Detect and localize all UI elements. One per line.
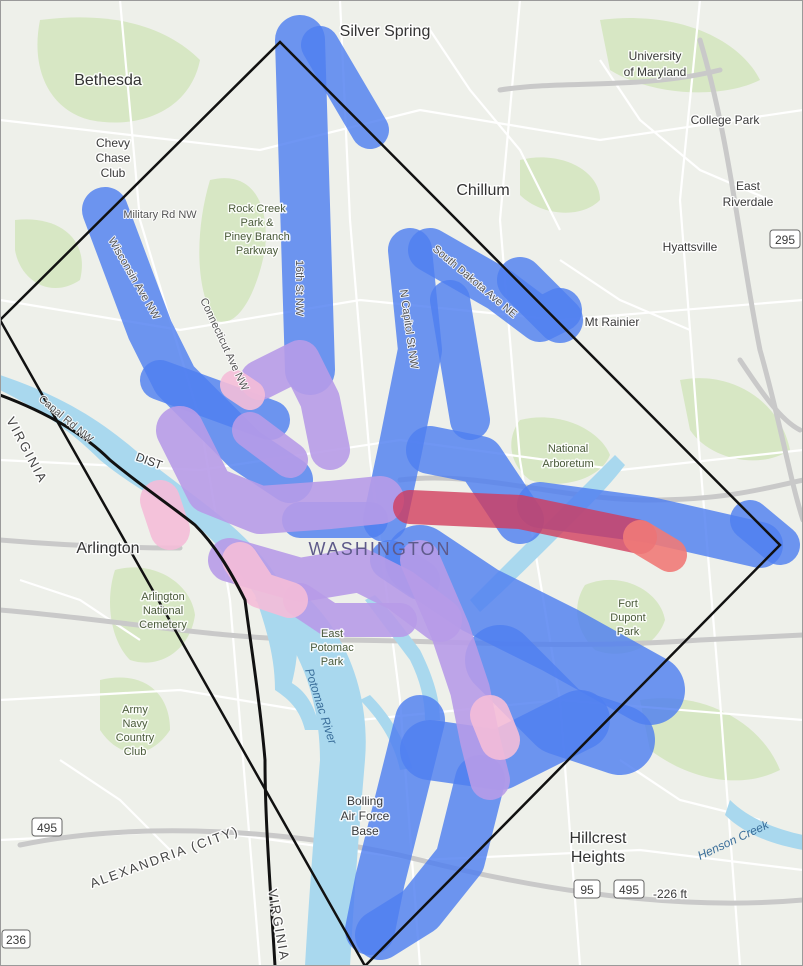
label-college-park: College Park [691,113,761,127]
label-chillum: Chillum [456,182,509,199]
label-mt-rainier: Mt Rainier [585,315,640,329]
label-16th-st: 16th St NW [293,260,305,317]
label-hillcrest-2: Heights [571,849,625,866]
label-east-riverdale-1: East [736,179,761,193]
park-areas [15,17,790,781]
label-bolling-3: Base [351,824,379,838]
route-shield-95: 95 [573,879,601,899]
label-rock-creek-2: Park & [240,217,274,229]
label-army-navy-2: Navy [122,718,148,730]
route-shield-295: 295 [769,229,801,249]
label-army-navy-1: Army [122,704,148,716]
label-bethesda: Bethesda [74,72,142,89]
route-shield-495-east: 495 [613,879,645,899]
label-fort-dupont-2: Dupont [610,612,645,624]
label-cemetery-2: National [143,605,183,617]
svg-text:236: 236 [6,933,26,947]
label-chevy-3: Club [101,166,126,180]
label-rock-creek-4: Parkway [236,245,279,257]
label-bolling-2: Air Force [341,809,390,823]
coverage-red-corridor [393,490,687,572]
label-east-potomac-3: Park [321,656,344,668]
label-washington: WASHINGTON [308,539,451,559]
label-fort-dupont-3: Park [617,626,640,638]
label-university-1: University [629,49,682,63]
label-silver-spring: Silver Spring [340,23,431,40]
label-arboretum-2: Arboretum [542,458,593,470]
label-hyattsville: Hyattsville [663,240,718,254]
label-arlington: Arlington [76,540,139,557]
svg-text:495: 495 [37,821,57,835]
label-rock-creek-1: Rock Creek [228,203,286,215]
label-fort-dupont-1: Fort [618,598,638,610]
route-shield-236: 236 [1,929,31,949]
route-shields: 495 495 95 295 236 [1,229,801,949]
label-chevy-1: Chevy [96,136,130,150]
label-military-rd: Military Rd NW [123,209,197,221]
label-army-navy-3: Country [116,732,155,744]
label-chevy-2: Chase [96,151,131,165]
label-bolling-1: Bolling [347,794,383,808]
label-east-riverdale-2: Riverdale [723,195,774,209]
coverage-pink [140,370,520,760]
label-east-potomac-2: Potomac [310,642,354,654]
label-cemetery-1: Arlington [141,591,184,603]
route-shield-495-west: 495 [31,817,63,837]
coverage-purple [156,340,510,800]
state-boundary [0,393,277,966]
label-arboretum-1: National [548,443,588,455]
svg-text:495: 495 [619,883,639,897]
label-army-navy-4: Club [124,746,147,758]
label-university-2: of Maryland [624,65,687,79]
svg-text:295: 295 [775,233,795,247]
label-rock-creek-3: Piney Branch [224,231,289,243]
label-cemetery-3: Cemetery [139,619,187,631]
svg-text:95: 95 [580,883,594,897]
label-elevation: -226 ft [653,887,688,901]
label-hillcrest-1: Hillcrest [570,830,627,847]
district-boundary [0,40,782,966]
label-east-potomac-1: East [321,628,343,640]
